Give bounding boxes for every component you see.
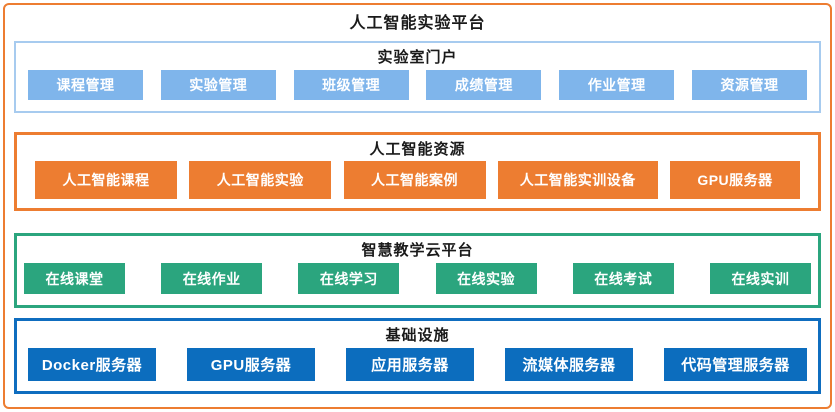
block-experiment-management: 实验管理: [160, 70, 276, 100]
block-gpu-server-infra: GPU服务器: [187, 347, 315, 381]
block-online-homework: 在线作业: [161, 263, 263, 294]
block-streaming-server: 流媒体服务器: [505, 347, 633, 381]
section-smart-teaching-cloud: 智慧教学云平台 在线课堂 在线作业 在线学习 在线实验 在线考试 在线实训: [14, 233, 821, 308]
block-ai-cases: 人工智能案例: [343, 160, 486, 199]
section-title-infrastructure: 基础设施: [385, 327, 450, 344]
page-title: 人工智能实验平台: [349, 15, 486, 32]
block-course-management: 课程管理: [28, 70, 143, 100]
block-online-training: 在线实训: [709, 263, 811, 294]
block-code-management-server: 代码管理服务器: [664, 347, 807, 381]
block-gpu-server: GPU服务器: [670, 160, 800, 199]
block-online-classroom: 在线课堂: [24, 263, 125, 294]
ai-resources-blocks: 人工智能课程 人工智能实验 人工智能案例 人工智能实训设备 GPU服务器: [17, 160, 818, 208]
block-class-management: 班级管理: [293, 70, 409, 100]
section-infrastructure: 基础设施 Docker服务器 GPU服务器 应用服务器 流媒体服务器 代码管理服…: [14, 318, 821, 394]
block-ai-experiments: 人工智能实验: [189, 160, 332, 199]
block-online-learning: 在线学习: [298, 263, 400, 294]
block-docker-server: Docker服务器: [28, 347, 156, 381]
section-lab-portal: 实验室门户 课程管理 实验管理 班级管理 成绩管理 作业管理 资源管理: [14, 41, 821, 113]
block-online-experiment: 在线实验: [435, 263, 537, 294]
lab-portal-blocks: 课程管理 实验管理 班级管理 成绩管理 作业管理 资源管理: [16, 68, 819, 111]
block-online-exam: 在线考试: [572, 263, 674, 294]
block-resource-management: 资源管理: [691, 70, 807, 100]
section-ai-resources: 人工智能资源 人工智能课程 人工智能实验 人工智能案例 人工智能实训设备 GPU…: [14, 132, 821, 211]
section-title-lab-portal: 实验室门户: [377, 49, 458, 66]
smart-teaching-cloud-blocks: 在线课堂 在线作业 在线学习 在线实验 在线考试 在线实训: [17, 261, 818, 305]
block-grade-management: 成绩管理: [426, 70, 542, 100]
block-app-server: 应用服务器: [346, 347, 474, 381]
block-homework-management: 作业管理: [559, 70, 675, 100]
platform-diagram: 人工智能实验平台 实验室门户 课程管理 实验管理 班级管理 成绩管理 作业管理 …: [3, 3, 832, 409]
section-title-ai-resources: 人工智能资源: [369, 141, 466, 158]
section-title-smart-teaching-cloud: 智慧教学云平台: [361, 242, 474, 259]
block-ai-courses: 人工智能课程: [35, 160, 177, 199]
block-ai-training-equipment: 人工智能实训设备: [497, 160, 658, 199]
infrastructure-blocks: Docker服务器 GPU服务器 应用服务器 流媒体服务器 代码管理服务器: [17, 346, 818, 391]
